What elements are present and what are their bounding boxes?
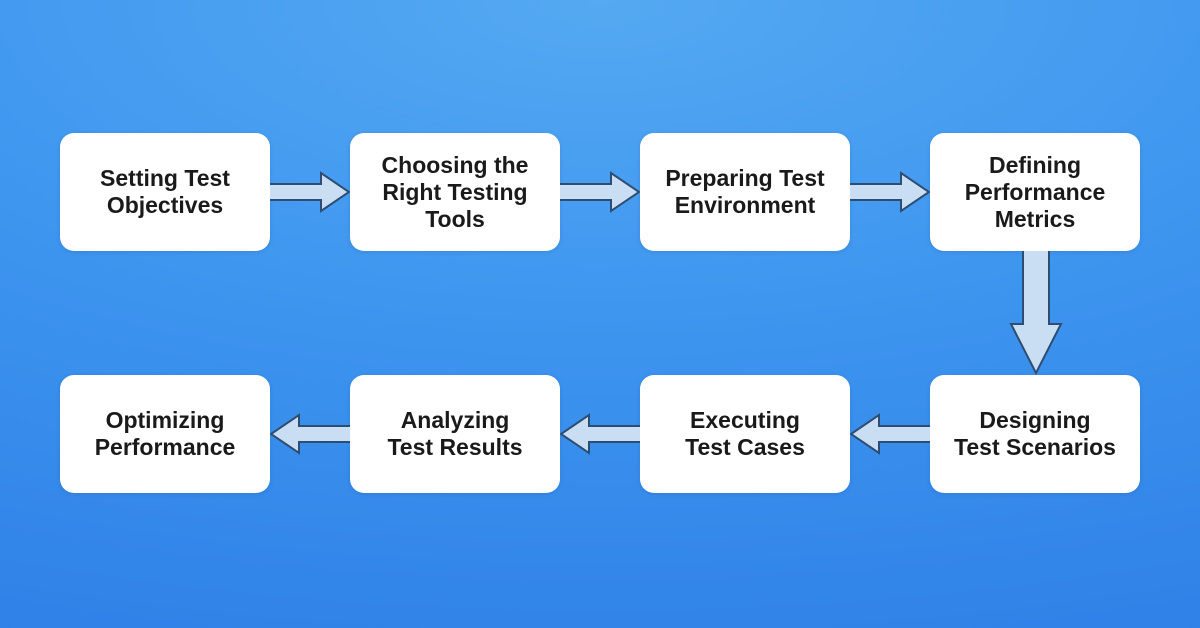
left-arrow-icon (850, 413, 930, 455)
right-arrow-icon (270, 171, 350, 213)
step-box-defining-performance-metrics: Defining Performance Metrics (930, 133, 1140, 251)
step-label: Analyzing Test Results (387, 407, 523, 460)
right-arrow-icon (850, 171, 930, 213)
step-label: Choosing the Right Testing Tools (381, 151, 529, 232)
step-box-analyzing-test-results: Analyzing Test Results (350, 375, 560, 493)
step-label: Executing Test Cases (685, 407, 805, 460)
step-box-designing-test-scenarios: Designing Test Scenarios (930, 375, 1140, 493)
right-arrow-icon (560, 171, 640, 213)
step-label: Defining Performance Metrics (964, 151, 1106, 232)
step-box-executing-test-cases: Executing Test Cases (640, 375, 850, 493)
left-arrow-icon (560, 413, 640, 455)
left-arrow-icon (270, 413, 350, 455)
step-box-optimizing-performance: Optimizing Performance (60, 375, 270, 493)
step-box-setting-test-objectives: Setting Test Objectives (60, 133, 270, 251)
step-label: Preparing Test Environment (665, 165, 825, 218)
step-label: Designing Test Scenarios (954, 407, 1116, 460)
step-label: Optimizing Performance (94, 407, 236, 460)
step-label: Setting Test Objectives (100, 165, 230, 218)
down-arrow-icon (1009, 251, 1063, 375)
step-box-preparing-test-environment: Preparing Test Environment (640, 133, 850, 251)
step-box-choosing-the-right-testing-tools: Choosing the Right Testing Tools (350, 133, 560, 251)
